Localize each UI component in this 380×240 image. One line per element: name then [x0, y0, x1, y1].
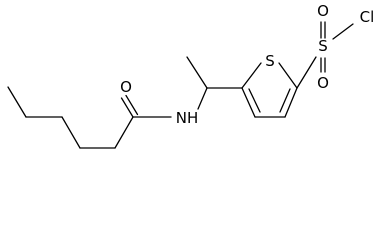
bond-methine-methyl [186, 56, 208, 89]
sulfonyl-oxygen-top-label: O [317, 2, 329, 20]
bond-ring-sulfonyl [296, 56, 317, 89]
sulfonyl-oxygen-bottom-bond [320, 57, 326, 73]
carbonyl-double-bond [120, 94, 139, 118]
carbonyl-oxygen-label: O [120, 78, 132, 96]
bond-c3-c4 [61, 116, 81, 149]
bond-c5-c6 [114, 116, 134, 149]
sulfonyl-oxygen-top-bond [320, 21, 326, 39]
ring-sulfur-label: S [265, 52, 275, 70]
chemical-structure: O NH S S O O Cl [7, 2, 375, 149]
bond-nitrogen-methine [197, 87, 208, 110]
sulfonyl-sulfur-label: S [318, 37, 328, 55]
bond-c1-c2 [7, 86, 27, 118]
hexanoyl-chain [7, 86, 134, 149]
sulfonyl-oxygen-bottom-label: O [317, 74, 329, 92]
thiophene-ring [241, 62, 298, 118]
bond-sulfur-chlorine [332, 23, 354, 40]
amide-nh-label: NH [176, 109, 199, 127]
bond-c2-s1 [241, 62, 262, 89]
bond-s1-c5 [278, 62, 298, 89]
chlorine-label: Cl [360, 8, 375, 26]
